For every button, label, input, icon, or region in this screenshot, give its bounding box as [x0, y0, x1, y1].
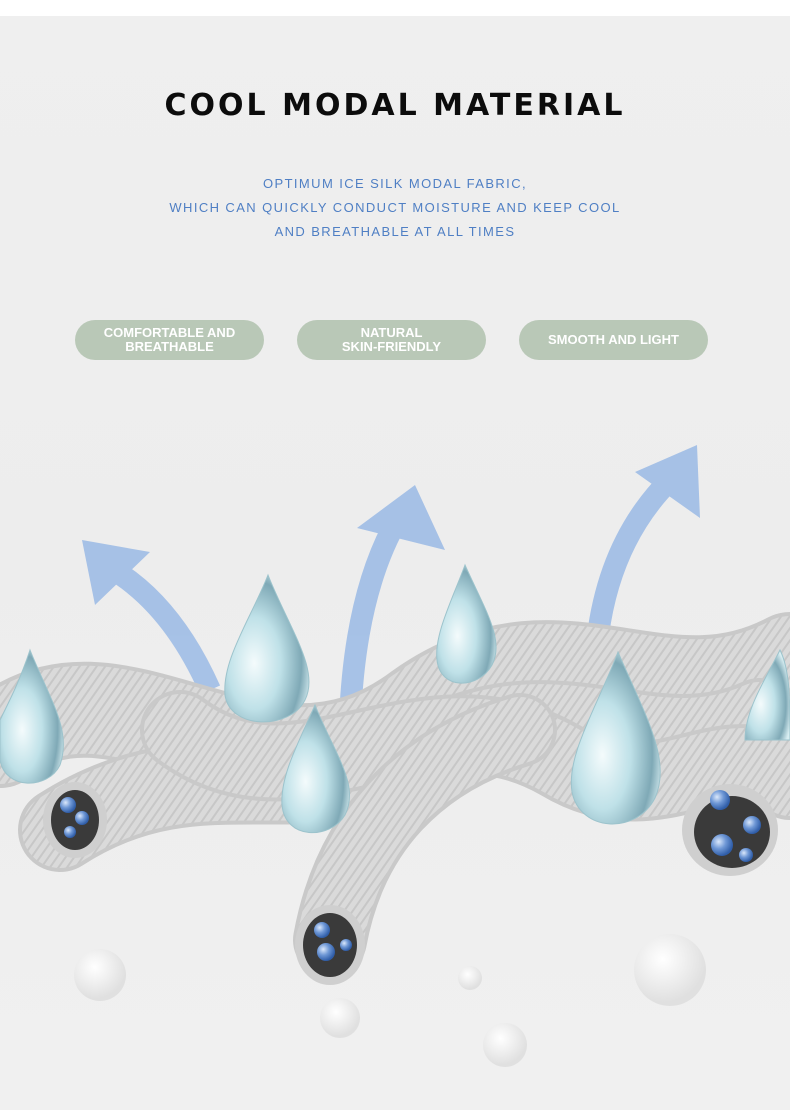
water-droplet-icon — [570, 650, 661, 825]
feature-badge-line: NATURAL — [360, 325, 423, 340]
page-title: COOL MODAL MATERIAL — [164, 88, 626, 123]
air-bubble-icon — [60, 797, 76, 813]
water-droplet-icon — [744, 648, 790, 741]
twisted-fiber-icon — [0, 612, 790, 977]
subtitle-line: OPTIMUM ICE SILK MODAL FABRIC, — [263, 176, 527, 191]
air-bubble-icon — [739, 848, 753, 862]
air-bubble-icon — [317, 943, 335, 961]
air-bubble-icon — [314, 922, 330, 938]
air-bubble-icon — [743, 816, 761, 834]
feature-badge-natural: NATURAL SKIN-FRIENDLY — [297, 320, 486, 360]
feature-badge-smooth: SMOOTH AND LIGHT — [519, 320, 708, 360]
subtitle-line: WHICH CAN QUICKLY CONDUCT MOISTURE AND K… — [169, 200, 621, 215]
subtitle-line: AND BREATHABLE AT ALL TIMES — [274, 224, 516, 239]
water-droplet-icon — [224, 573, 310, 723]
feature-badge-line: BREATHABLE — [125, 339, 214, 354]
fiber-cross-section — [295, 905, 365, 985]
upward-arrow-icon — [82, 540, 221, 695]
feature-badge-comfortable: COMFORTABLE AND BREATHABLE — [75, 320, 264, 360]
water-droplet-icon — [281, 703, 350, 834]
floating-sphere — [74, 934, 706, 1067]
water-droplet-icon — [436, 563, 497, 684]
fabric-illustration — [0, 445, 790, 1067]
feature-badge-line: SMOOTH AND LIGHT — [548, 332, 679, 347]
air-bubble-icon — [711, 834, 733, 856]
top-strip — [0, 0, 790, 16]
feature-badge-line: SKIN-FRIENDLY — [341, 339, 442, 354]
fiber-cross-section — [682, 784, 778, 876]
page-subtitle: OPTIMUM ICE SILK MODAL FABRIC, WHICH CAN… — [0, 172, 790, 244]
air-bubble-icon — [75, 811, 89, 825]
air-bubble-icon — [64, 826, 76, 838]
fiber-cross-section — [43, 782, 107, 858]
water-droplet-icon — [0, 648, 64, 784]
air-bubble-icon — [340, 939, 352, 951]
air-bubble-icon — [710, 790, 730, 810]
upward-arrow-icon — [339, 485, 445, 721]
feature-badge-line: COMFORTABLE AND — [103, 325, 236, 340]
